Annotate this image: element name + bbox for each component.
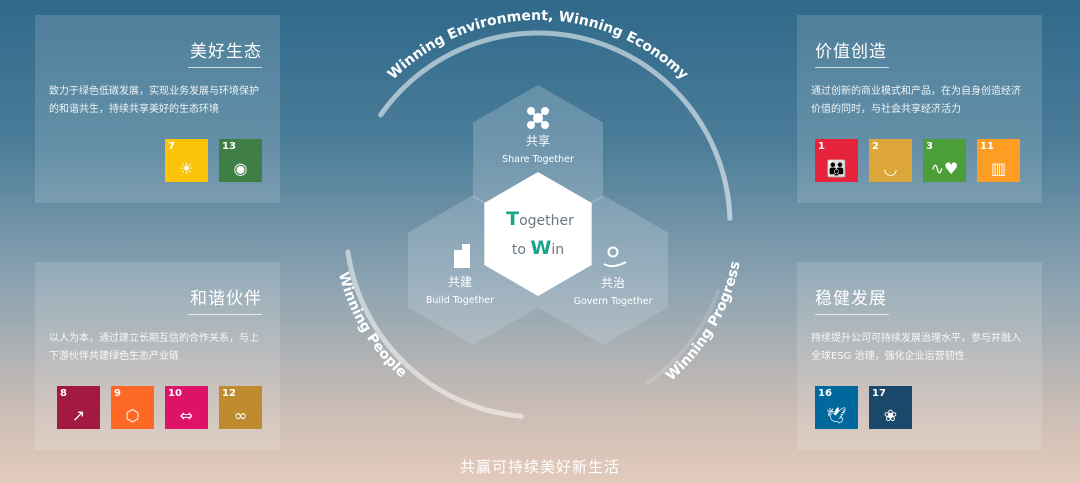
sdg-number: 7	[168, 141, 175, 152]
card-text: 持续提升公司可持续发展治理水平，参与并融入全球ESG 治理，强化企业运营韧性	[811, 333, 1021, 362]
sdg-1-tile: 1👪	[815, 139, 858, 182]
card-beautiful-ecology: 美好生态 致力于绿色低碳发展，实现业务发展与环境保护的和谐共生，持续共享美好的生…	[35, 15, 280, 203]
govern-en: Govern Together	[574, 296, 653, 307]
sdg-11-tile: 11 ▥	[977, 139, 1020, 182]
sdg-9-tile: 9⬡	[111, 386, 154, 429]
growth-chart-icon: ↗	[71, 406, 86, 425]
sdg-number: 17	[872, 388, 886, 399]
center-line-1: Together	[506, 208, 574, 230]
card-title: 价值创造	[815, 42, 887, 62]
sdg-number: 9	[114, 388, 121, 399]
divider	[188, 67, 262, 68]
sdg-13-tile: 13 ◉	[219, 139, 262, 182]
card-title: 和谐伙伴	[190, 289, 262, 309]
sdg-number: 10	[168, 388, 182, 399]
network-icon	[527, 107, 549, 129]
sdg-number: 13	[222, 141, 236, 152]
footer-slogan: 共赢可持续美好新生活	[459, 458, 620, 476]
sdg-number: 1	[818, 141, 825, 152]
sdg-2-tile: 2◡	[869, 139, 912, 182]
sdg-tiles: 16 🕊 17 ❀	[815, 386, 912, 429]
share-cn: 共享	[526, 133, 550, 148]
sdg-16-tile: 16 🕊	[815, 386, 858, 429]
sdg-number: 16	[818, 388, 832, 399]
buildings-icon: ▥	[990, 159, 1007, 178]
outer-arc-left	[345, 249, 524, 419]
sun-icon: ☀	[179, 159, 194, 178]
card-harmonious-partners: 和谐伙伴 以人为本，通过建立长期互信的合作关系，与上下游伙伴共建绿色生态产业链 8…	[35, 262, 280, 450]
sdg-3-tile: 3 ∿♥	[923, 139, 966, 182]
sdg-number: 8	[60, 388, 67, 399]
center-line-2: to Win	[512, 237, 564, 259]
sdg-tiles: 7☀13◉	[165, 139, 262, 182]
card-value-creation: 价值创造 通过创新的商业模式和产品，在为自身创造经济价值的同时，与社会共享经济活…	[797, 15, 1042, 203]
sdg-tiles: 1👪2◡3∿♥11▥	[815, 139, 1020, 182]
card-title: 稳健发展	[815, 289, 887, 309]
divider	[815, 67, 889, 68]
arc-label-top: Winning Environment, Winning Economy	[385, 8, 691, 83]
gear-hand-icon	[603, 246, 627, 268]
flower-rings-icon: ❀	[883, 406, 898, 425]
arc-label-left: Winning People	[335, 270, 410, 381]
outer-arc-top	[378, 30, 733, 221]
govern-cn: 共治	[601, 276, 625, 290]
hexagon-group	[408, 85, 668, 345]
sdg-17-tile: 17 ❀	[869, 386, 912, 429]
family-icon: 👪	[826, 159, 847, 178]
sdg-8-tile: 8↗	[57, 386, 100, 429]
sdg-number: 12	[222, 388, 236, 399]
building-icon	[454, 244, 470, 268]
sdg-number: 11	[980, 141, 994, 152]
infinity-icon: ∞	[233, 406, 248, 425]
cubes-icon: ⬡	[125, 406, 140, 425]
hex-center	[484, 172, 592, 296]
share-en: Share Together	[502, 154, 574, 165]
eye-earth-icon: ◉	[233, 159, 248, 178]
card-text: 致力于绿色低碳发展，实现业务发展与环境保护的和谐共生，持续共享美好的生态环境	[49, 86, 259, 115]
sdg-7-tile: 7☀	[165, 139, 208, 182]
sdg-number: 3	[926, 141, 933, 152]
divider	[188, 314, 262, 315]
card-text: 以人为本，通过建立长期互信的合作关系，与上下游伙伴共建绿色生态产业链	[49, 333, 259, 362]
build-cn: 共建	[448, 275, 472, 289]
card-text: 通过创新的商业模式和产品，在为自身创造经济价值的同时，与社会共享经济活力	[811, 86, 1021, 115]
sdg-tiles: 8↗9⬡10⇔12∞	[57, 386, 262, 429]
bowl-icon: ◡	[883, 159, 898, 178]
sdg-10-tile: 10 ⇔	[165, 386, 208, 429]
sdg-number: 2	[872, 141, 879, 152]
heartbeat-icon: ∿♥	[930, 159, 959, 178]
build-en: Build Together	[426, 295, 494, 306]
equality-icon: ⇔	[179, 406, 194, 425]
outer-arc-right	[646, 288, 721, 385]
card-title: 美好生态	[190, 42, 262, 62]
divider	[815, 314, 889, 315]
dove-icon: 🕊	[826, 406, 847, 425]
sdg-12-tile: 12 ∞	[219, 386, 262, 429]
card-steady-development: 稳健发展 持续提升公司可持续发展治理水平，参与并融入全球ESG 治理，强化企业运…	[797, 262, 1042, 450]
